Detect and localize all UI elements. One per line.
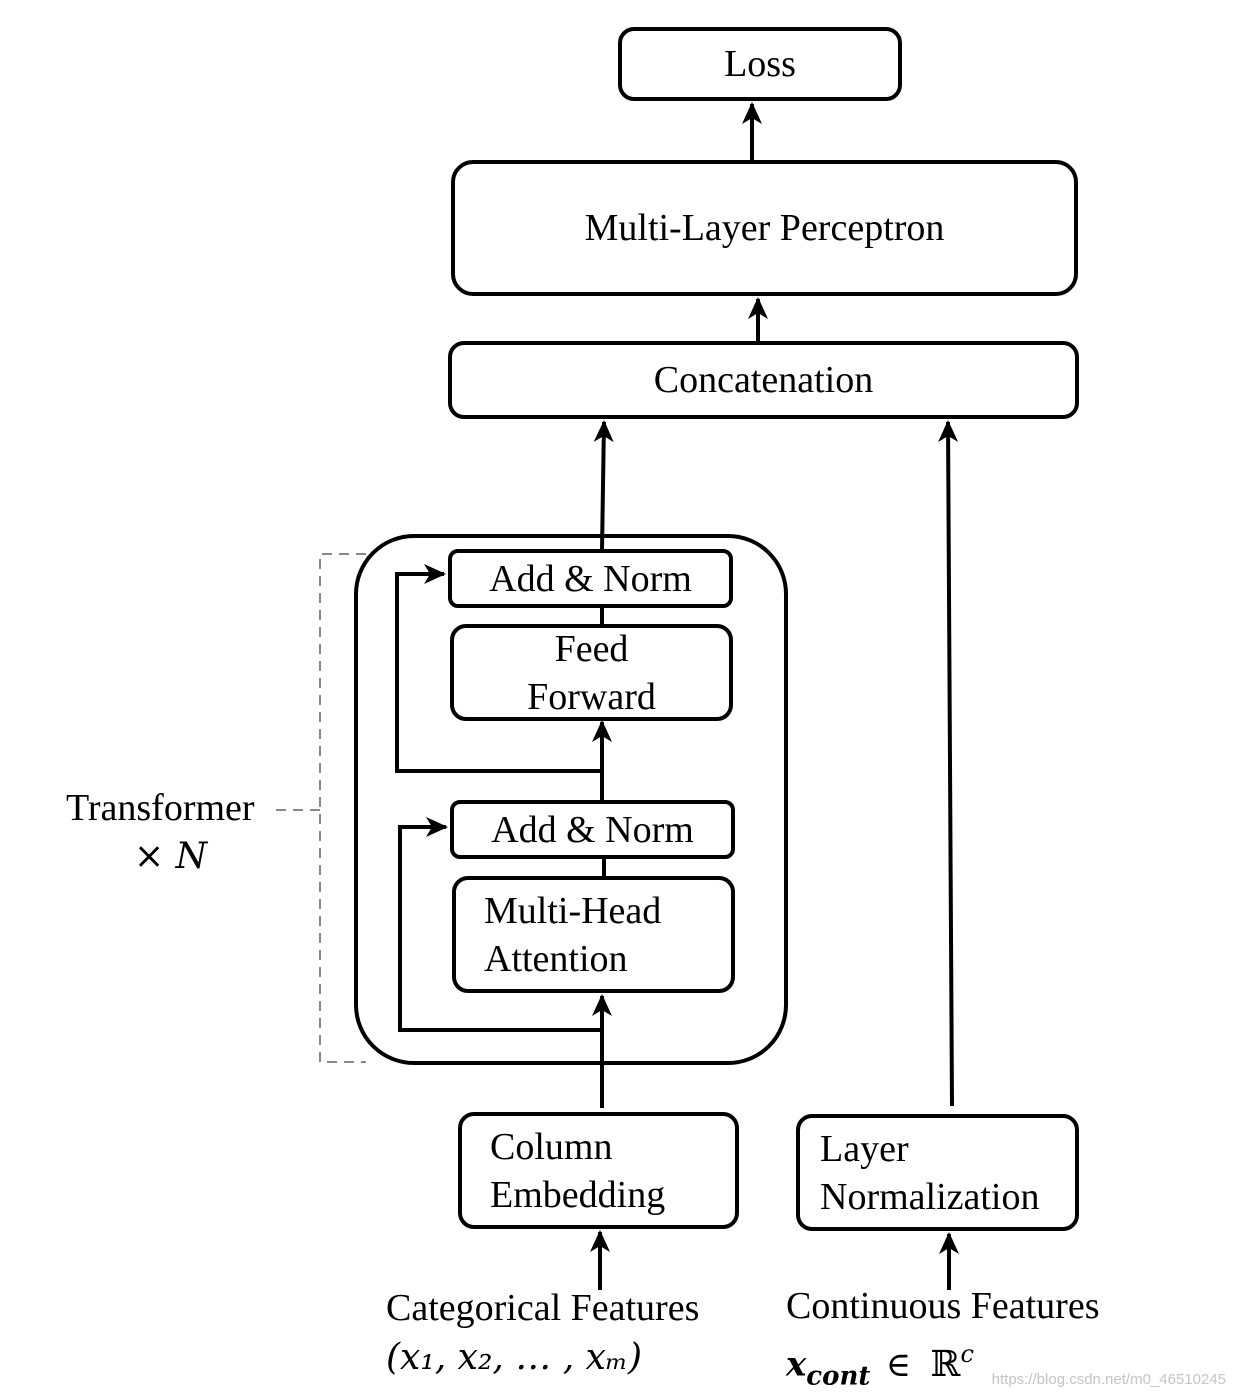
layer-normalization-box: Layer Normalization [796,1114,1079,1231]
add-norm-bottom-label: Add & Norm [491,808,694,851]
column-embedding-line2: Embedding [490,1173,666,1216]
add-norm-top-label: Add & Norm [489,557,692,600]
arrow-layernorm-to-concat [938,420,959,1107]
loss-box: Loss [618,27,902,101]
categorical-features-formula-text: (x₁, x₂, … , xₘ) [386,1337,643,1378]
column-embedding-line1: Column [490,1125,613,1168]
add-norm-top-box: Add & Norm [448,549,733,608]
loss-label: Loss [724,43,796,85]
multi-head-attention-line2: Attention [484,937,628,980]
transformer-repeat: × N [134,832,207,881]
feed-forward-line1: Feed [554,627,629,670]
transformer-name: Transformer [66,787,255,829]
multi-head-attention-line1: Multi-Head [484,889,662,932]
feed-forward-box: Feed Forward [450,624,733,721]
watermark: https://blog.csdn.net/m0_46510245 [991,1371,1226,1388]
concatenation-box: Concatenation [448,341,1079,419]
add-norm-bottom-box: Add & Norm [450,800,735,859]
categorical-features-title-text: Categorical Features [386,1287,700,1329]
continuous-features-title: Continuous Features [786,1282,1099,1330]
mlp-box: Multi-Layer Perceptron [451,160,1078,296]
feed-forward-line2: Forward [527,675,656,718]
transformer-repeat-text: × N [134,836,208,877]
multi-head-attention-box: Multi-Head Attention [452,876,735,993]
mlp-label: Multi-Layer Perceptron [584,207,945,249]
continuous-formula-sup: c [960,1340,974,1368]
categorical-features-title: Categorical Features [386,1284,699,1332]
categorical-features-formula: (x₁, x₂, … , xₘ) [386,1333,642,1382]
layer-normalization-line2: Normalization [820,1175,1040,1218]
continuous-formula-var: x [786,1344,807,1385]
layer-normalization-line1: Layer [820,1127,909,1170]
concatenation-label: Concatenation [653,359,874,401]
residual-connection-top [395,564,602,773]
transformer-label: Transformer [66,784,255,832]
transformer-bracket [319,553,366,1063]
transformer-block [354,534,788,1065]
continuous-features-formula: xcont ∈ ℝc [786,1330,974,1400]
residual-connection-bottom [398,817,602,1032]
continuous-formula-set: ℝ [930,1343,961,1385]
continuous-features-title-text: Continuous Features [786,1285,1100,1327]
continuous-formula-in: ∈ [885,1346,912,1384]
column-embedding-box: Column Embedding [458,1112,739,1229]
continuous-formula-sub: cont [806,1361,871,1392]
arrow-transformer-to-concat [593,420,614,551]
